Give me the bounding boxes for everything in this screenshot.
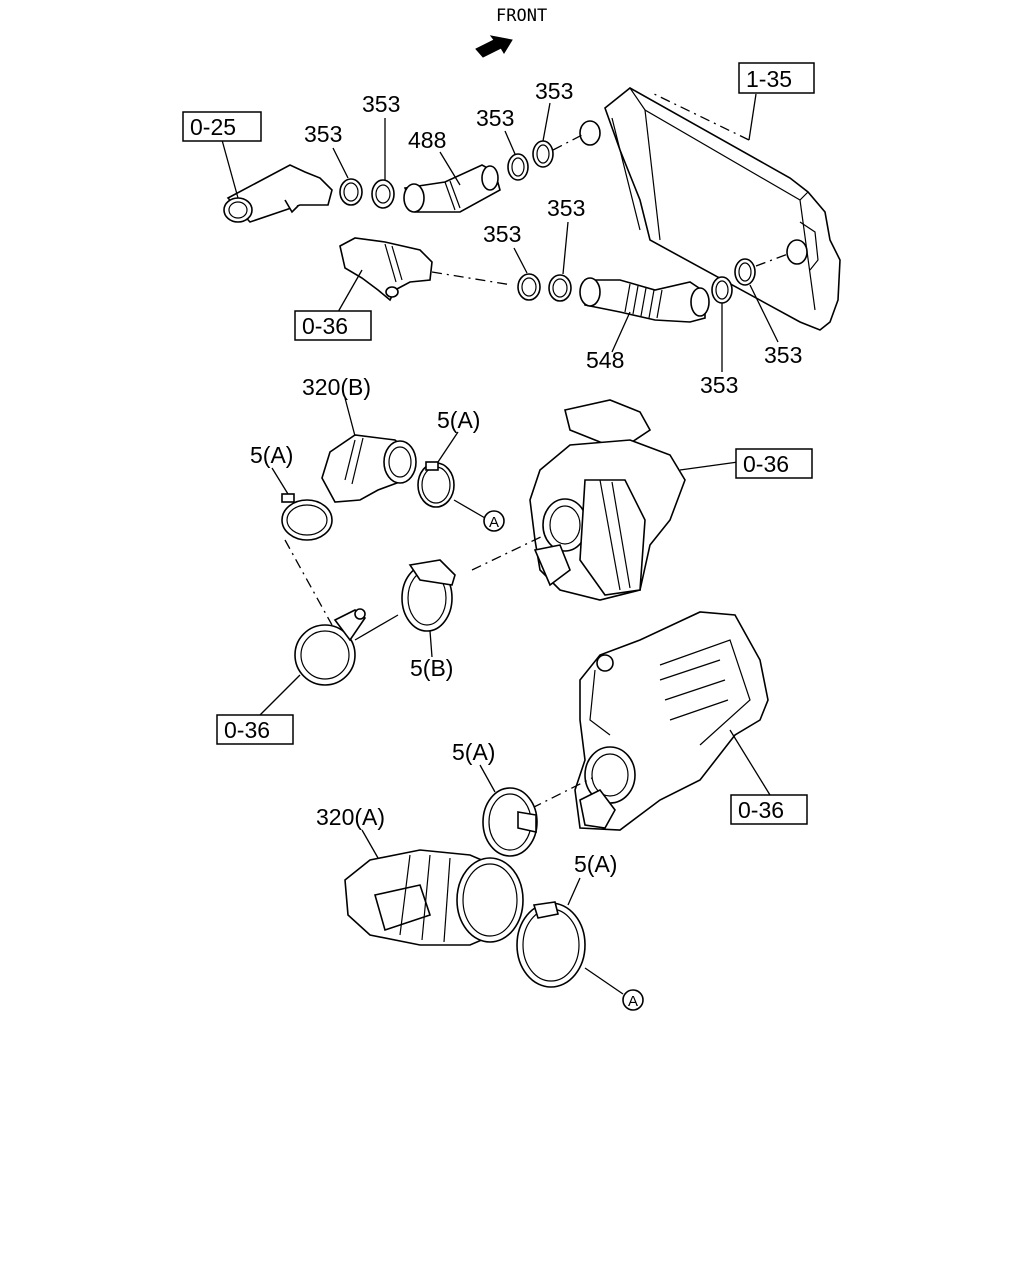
leader-1-35 [748,93,757,141]
marker-a-bottom [622,989,644,1011]
callout-5a-3: 5(A) [452,739,495,765]
ref-0-36-turbo-bottom: 0-36 [738,797,784,823]
clamp-5a-3 [482,787,538,857]
clamp-5a-1 [417,461,455,508]
dash-1-35 [649,91,750,141]
marker-a-top-label: A [489,514,499,531]
elbow-320a [344,849,524,946]
ref-0-25: 0-25 [190,114,236,140]
callout-353-b: 353 [362,91,400,117]
ref-box-0-36-upper [294,310,372,341]
clamp-353-h [734,258,756,286]
clamp-353-c [507,153,529,181]
callout-353-g: 353 [700,372,738,398]
pipe-0-25 [223,164,333,223]
pipe-0-36-upper [339,237,433,302]
elbow-320b [321,434,417,503]
pipe-0-36-left [294,608,367,686]
callout-5b: 5(B) [410,655,453,681]
ref-0-36-turbo-top: 0-36 [743,451,789,477]
turbo-upper [529,399,686,601]
callout-353-a: 353 [304,121,342,147]
ref-box-1-35 [738,62,815,94]
ref-box-0-36-left [216,714,294,745]
callout-320a: 320(A) [316,804,385,830]
callout-5a-1: 5(A) [437,407,480,433]
clamp-353-b [371,179,395,209]
callout-353-e: 353 [483,221,521,247]
callout-5a-4: 5(A) [574,851,617,877]
ref-0-36-upper: 0-36 [302,313,348,339]
ref-1-35: 1-35 [746,66,792,92]
clamp-5b [401,559,456,632]
front-arrow-icon [475,35,513,58]
intercooler [579,87,841,331]
clamp-353-a [339,178,363,206]
hose-488 [403,164,501,213]
turbo-lower [574,611,769,831]
callout-548: 548 [586,347,624,373]
callout-353-h: 353 [764,342,802,368]
front-indicator: FRONT [475,6,547,58]
callout-320b: 320(B) [302,374,371,400]
marker-a-bottom-label: A [628,993,638,1010]
callout-353-d: 353 [535,78,573,104]
ref-box-0-36-turbo-top [735,448,813,479]
ref-box-0-36-turbo-bottom [730,794,808,825]
clamp-5a-4 [516,901,586,988]
callout-488: 488 [408,127,446,153]
clamp-353-d [532,140,554,168]
ref-0-36-left: 0-36 [224,717,270,743]
callout-353-c: 353 [476,105,514,131]
clamp-353-g [711,276,733,304]
marker-a-top [483,510,505,532]
callout-5a-2: 5(A) [250,442,293,468]
callout-353-f: 353 [547,195,585,221]
clamp-353-f [548,274,572,302]
leader-0-25 [221,139,239,199]
clamp-353-e [517,273,541,301]
hose-548 [579,277,710,323]
ref-box-0-25 [182,111,262,142]
front-label: FRONT [496,6,547,26]
clamp-5a-2 [281,493,333,541]
